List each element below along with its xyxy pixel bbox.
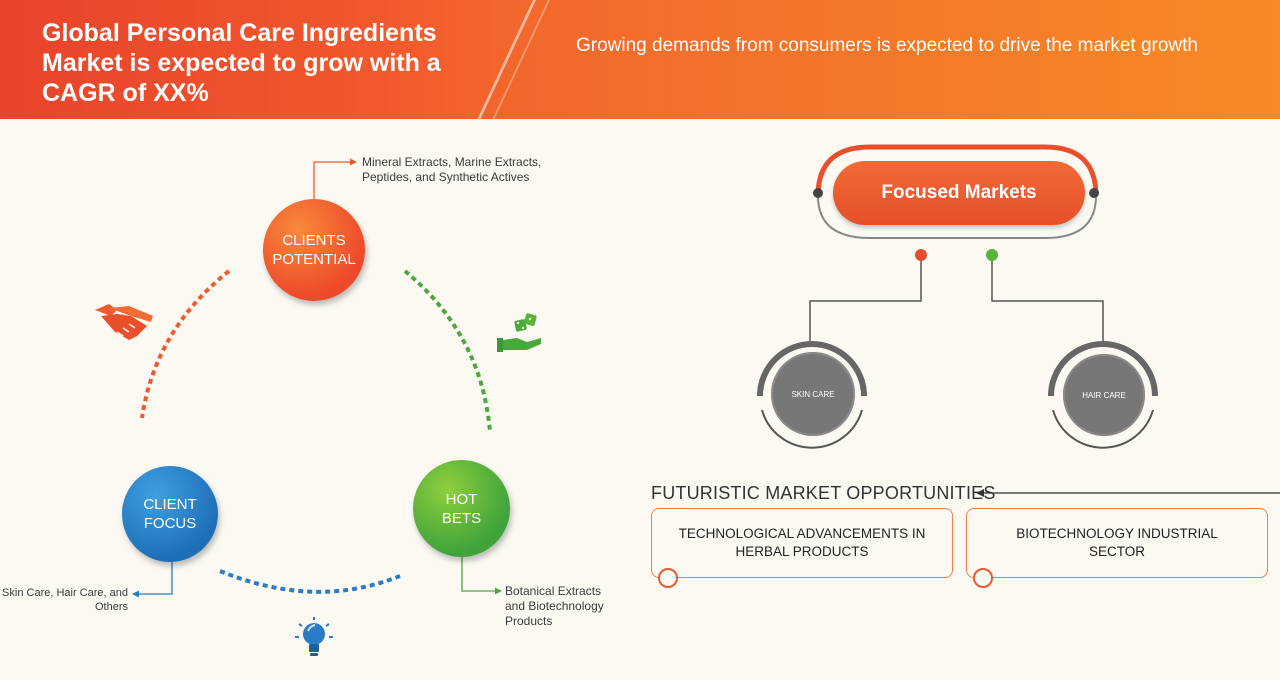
opportunity-bullet <box>658 568 678 588</box>
opportunity-bullet <box>973 568 993 588</box>
header-banner: Global Personal Care Ingredients Market … <box>0 0 1280 119</box>
opportunities-heading: FUTURISTIC MARKET OPPORTUNITIES <box>651 483 996 503</box>
handshake-icon <box>95 304 153 340</box>
blue-dotted-arc <box>219 569 401 594</box>
focused-frame-top <box>815 144 1099 197</box>
hair-care-circle: HAIR CARE <box>1063 354 1145 436</box>
skin-care-ring-top <box>757 341 867 397</box>
page-title: Global Personal Care Ingredients Market … <box>42 19 441 107</box>
skin-care-circle: SKIN CARE <box>771 352 855 436</box>
client-focus-connector <box>137 562 173 595</box>
dice-hand-icon <box>497 313 541 352</box>
hot-bets-connector <box>461 557 497 592</box>
hot-bets-note: Botanical Extracts and Biotechnology Pro… <box>505 584 604 628</box>
opportunity-card: TECHNOLOGICAL ADVANCEMENTS IN HERBAL PRO… <box>651 508 953 578</box>
skin-care-ring-bottom <box>761 409 863 449</box>
lightbulb-icon <box>295 617 333 656</box>
hair-care-connector <box>991 255 1104 343</box>
client-focus-note: Skin Care, Hair Care, and Others <box>2 587 128 613</box>
orange-dotted-arc <box>140 269 231 419</box>
page-subtitle: Growing demands from consumers is expect… <box>576 35 1198 56</box>
focused-markets-pill: Focused Markets <box>833 161 1085 225</box>
header-title-panel <box>0 0 550 119</box>
opportunity-label: TECHNOLOGICAL ADVANCEMENTS IN HERBAL PRO… <box>678 526 926 559</box>
hair-care-ring-top <box>1048 341 1158 397</box>
opportunity-card: BIOTECHNOLOGY INDUSTRIAL SECTOR <box>966 508 1268 578</box>
skin-care-connector <box>809 255 922 343</box>
clients-potential-note: Mineral Extracts, Marine Extracts, Pepti… <box>362 155 542 184</box>
opportunity-label: BIOTECHNOLOGY INDUSTRIAL SECTOR <box>1016 526 1218 559</box>
green-dotted-arc <box>403 269 492 433</box>
clients-connector <box>313 161 352 199</box>
focused-frame-bottom <box>817 195 1097 239</box>
hair-care-ring-bottom <box>1052 409 1154 449</box>
